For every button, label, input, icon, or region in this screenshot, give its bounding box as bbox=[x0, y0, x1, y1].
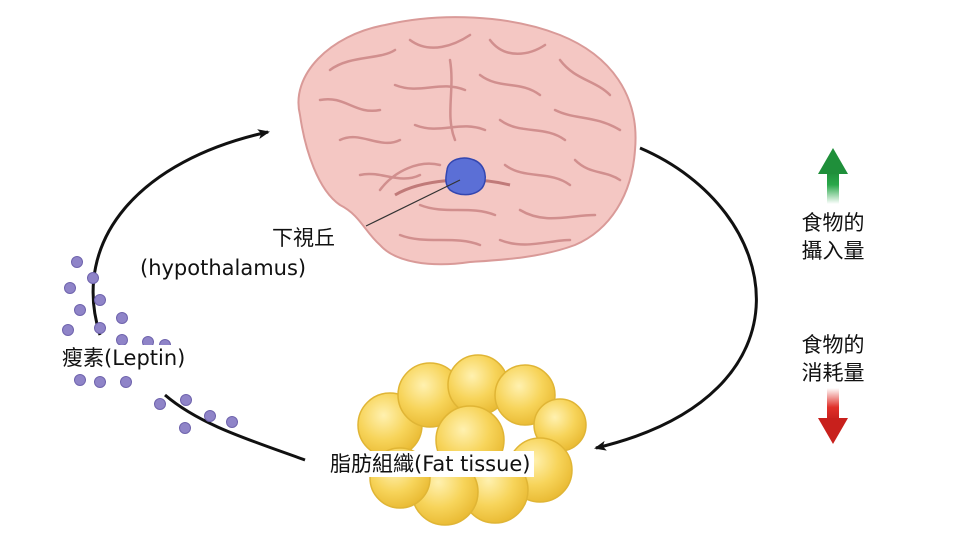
hypothalamus-pointer-line bbox=[365, 179, 461, 227]
arrow-fat-to-leptin bbox=[164, 393, 306, 462]
hypothalamus-label-en: (hypothalamus) bbox=[140, 256, 307, 280]
down-arrow-icon bbox=[818, 388, 848, 444]
up-arrow-icon bbox=[818, 148, 848, 204]
arrow-brain-to-fat bbox=[594, 146, 758, 451]
fat-tissue-label: 脂肪組織(Fat tissue) bbox=[327, 451, 534, 477]
expenditure-label-line2: 消耗量 bbox=[798, 360, 868, 386]
leptin-dots bbox=[62, 256, 238, 434]
fat-tissue-cluster bbox=[357, 354, 587, 526]
intake-label-line1: 食物的 bbox=[798, 210, 868, 236]
hypothalamus-region bbox=[445, 157, 487, 196]
intake-label-line2: 攝入量 bbox=[798, 238, 868, 264]
expenditure-label-line1: 食物的 bbox=[798, 332, 868, 358]
leptin-label: 瘦素(Leptin) bbox=[60, 345, 188, 371]
hypothalamus-label-zh: 下視丘 bbox=[272, 226, 335, 250]
brain-illustration bbox=[297, 16, 637, 266]
arrow-leptin-to-brain bbox=[91, 129, 270, 336]
